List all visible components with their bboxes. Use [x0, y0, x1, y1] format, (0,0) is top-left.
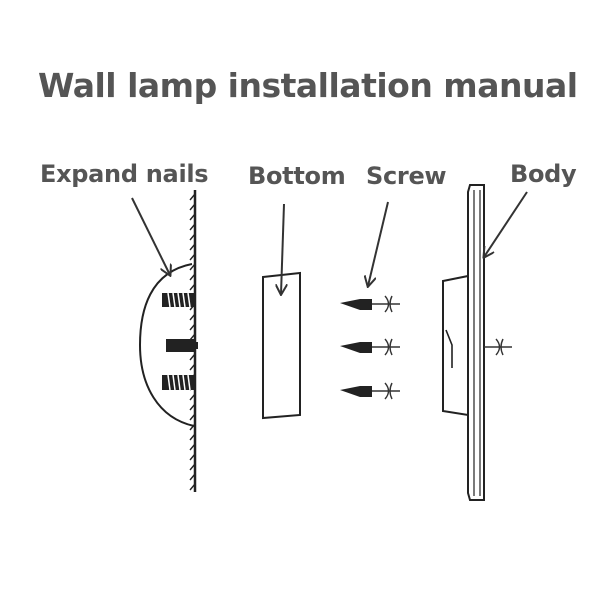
- body-label: Body: [510, 160, 577, 188]
- page-title: Wall lamp installation manual: [38, 66, 578, 105]
- magnify-arc: [138, 263, 195, 427]
- expand-nails-pointer: [131, 197, 170, 275]
- screw-pointer: [368, 201, 389, 286]
- expand-nails-label: Expand nails: [40, 160, 209, 188]
- body-pointer: [484, 191, 528, 257]
- screw: [340, 382, 400, 400]
- expand-nail: [166, 339, 198, 352]
- bottom-label: Bottom: [248, 162, 346, 190]
- wall: [189, 190, 197, 492]
- screw: [340, 295, 400, 313]
- screw-label: Screw: [366, 162, 447, 190]
- expand-nail: [162, 374, 194, 391]
- expand-nail: [162, 292, 194, 308]
- bottom-plate: [262, 271, 301, 420]
- screw: [340, 338, 400, 356]
- bottom-pointer: [281, 203, 284, 294]
- lamp-body: [442, 184, 512, 501]
